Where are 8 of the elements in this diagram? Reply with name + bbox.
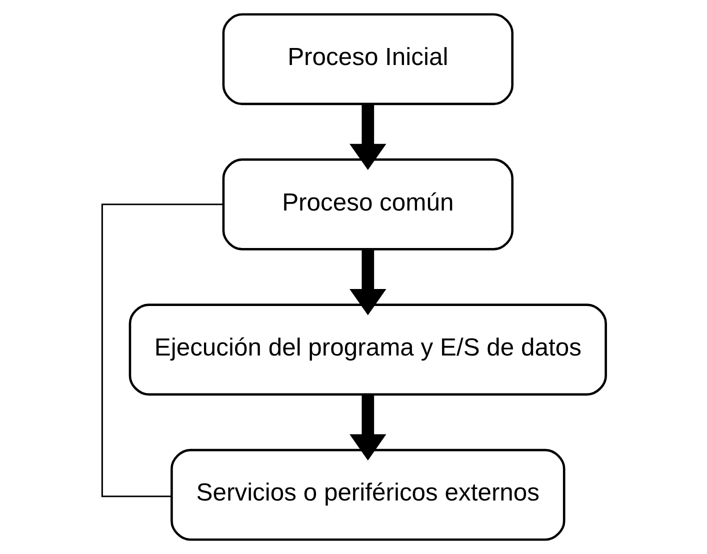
node-box: Ejecución del programa y E/S de datos [128, 304, 606, 396]
node-box: Proceso común [222, 158, 514, 250]
arrow [349, 104, 386, 170]
arrow [349, 250, 386, 316]
arrow [349, 394, 386, 460]
connector [100, 204, 224, 498]
node-box: Proceso Inicial [222, 13, 514, 106]
node-box: Servicios o periféricos externos [170, 448, 565, 541]
